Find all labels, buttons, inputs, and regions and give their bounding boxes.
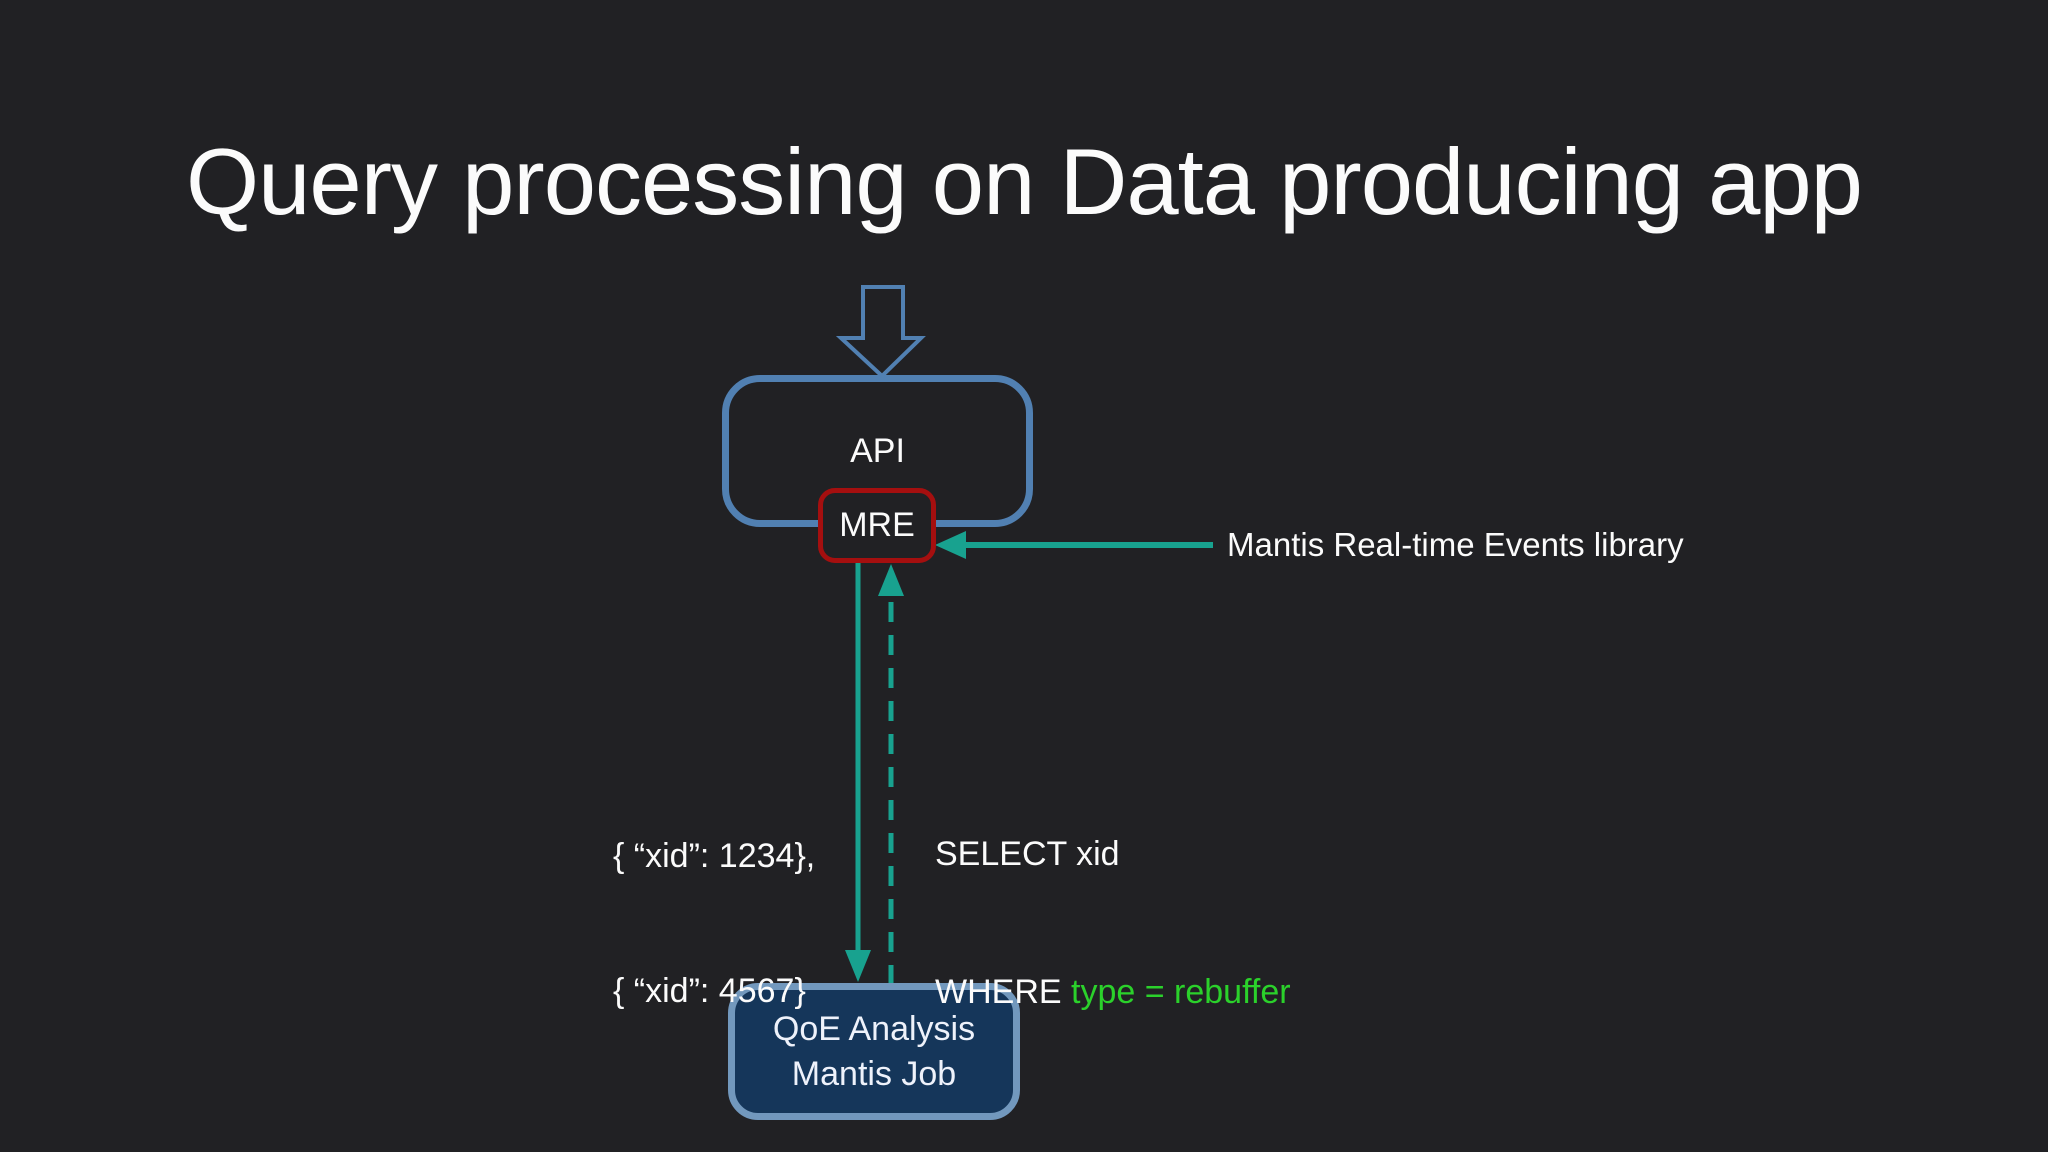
qoe-mantis-job-node: QoE Analysis Mantis Job (728, 983, 1020, 1120)
query-sql-text: SELECT xid WHERE type = rebuffer (935, 739, 1291, 1107)
results-json-text: { “xid”: 1234}, { “xid”: 4567} (613, 744, 815, 1104)
query-select-line: SELECT xid (935, 835, 1120, 873)
results-json-line1: { “xid”: 1234}, (613, 837, 816, 875)
library-arrow-head-icon (935, 531, 966, 559)
results-json-line2: { “xid”: 4567} (613, 972, 806, 1010)
slide-title: Query processing on Data producing app (186, 129, 1863, 234)
results-arrow-head-icon (845, 950, 871, 982)
query-where-line: WHERE type = rebuffer (935, 969, 1291, 1015)
input-down-arrow-icon (835, 285, 926, 379)
query-where-condition: type = rebuffer (1071, 973, 1291, 1011)
mre-library-annotation: Mantis Real-time Events library (1227, 526, 1684, 563)
mre-node: MRE (818, 488, 936, 563)
qoe-node-label-line2: Mantis Job (791, 1054, 957, 1093)
qoe-node-label-line1: QoE Analysis (772, 1009, 976, 1048)
mre-node-label: MRE (839, 506, 915, 544)
api-node-label: API (850, 431, 905, 470)
query-where-keyword: WHERE (935, 973, 1071, 1011)
query-arrow-head-icon (878, 564, 904, 596)
